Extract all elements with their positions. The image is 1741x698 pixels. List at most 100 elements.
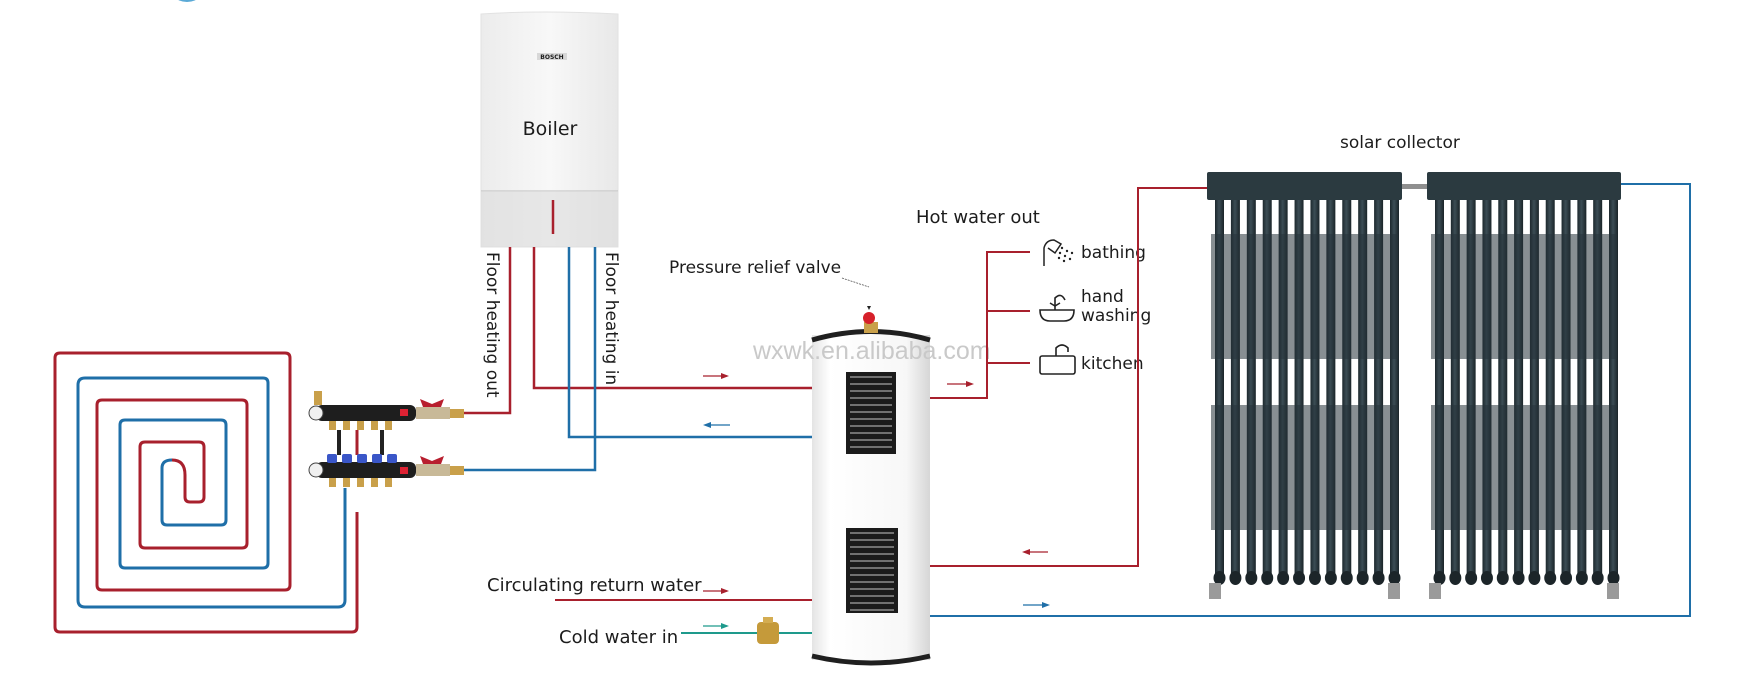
outlet-hand-washing-label-2: washing: [1081, 306, 1151, 326]
collector-foot: [1209, 583, 1221, 599]
vacuum-tube: [1435, 196, 1444, 574]
solar-panel-2: [1427, 172, 1621, 599]
tube-end: [1560, 571, 1573, 585]
collector-foot: [1388, 583, 1400, 599]
tube-end: [1388, 571, 1401, 585]
pressure-relief-valve-label: Pressure relief valve: [669, 258, 841, 278]
kitchen-sink-icon: [1039, 344, 1076, 375]
tube-end: [1229, 571, 1242, 585]
tube-end: [1591, 571, 1604, 585]
tank-lower-coil: [846, 528, 898, 613]
collector-header: [1427, 172, 1621, 200]
floor-heating-out-label: Floor heating out: [482, 252, 502, 398]
washbasin-icon: [1039, 294, 1075, 322]
cold-water-in-label: Cold water in: [559, 627, 678, 648]
pipe-tank-to-boiler-cold: [567, 247, 812, 439]
floor-heating-manifold: [308, 391, 464, 487]
tube-end: [1340, 571, 1353, 585]
pipe-solar-hot-return: [930, 187, 1207, 567]
panel-shade: [1211, 405, 1398, 530]
vacuum-tube: [1593, 196, 1603, 574]
pipe-solar-cold-supply: [930, 183, 1691, 617]
vacuum-tube: [1358, 196, 1368, 574]
floor-heating-in-label: Floor heating in: [601, 252, 621, 385]
tube-end: [1449, 571, 1462, 585]
vacuum-tube: [1374, 196, 1384, 574]
tube-end: [1544, 571, 1557, 585]
outlet-hand-washing-label-1: hand: [1081, 287, 1124, 307]
vacuum-tube: [1262, 196, 1272, 574]
tube-end: [1433, 571, 1446, 585]
vacuum-tube: [1310, 196, 1320, 574]
outlet-bathing-label: bathing: [1081, 243, 1146, 263]
decorative-circle: [178, 0, 196, 2]
tube-end: [1324, 571, 1337, 585]
tube-end: [1607, 571, 1620, 585]
pipe-floor-heating-in: [464, 247, 597, 472]
solar-panel-1: [1207, 172, 1402, 599]
outlet-kitchen-label: kitchen: [1081, 354, 1144, 374]
vacuum-tube: [1390, 196, 1399, 574]
tube-end: [1372, 571, 1385, 585]
vacuum-tube: [1609, 196, 1618, 574]
pipe-boiler-to-tank-hot: [532, 247, 812, 390]
solar-collector-array: [1207, 172, 1621, 599]
vacuum-tube: [1326, 196, 1336, 574]
valve-leader-line: [841, 277, 870, 288]
hot-water-out-pipes: [930, 251, 1030, 399]
circulating-return-label: Circulating return water: [487, 575, 702, 596]
storage-tank: [811, 329, 931, 666]
tube-end: [1293, 571, 1306, 585]
boiler: [480, 11, 619, 248]
solar-collector-label: solar collector: [1340, 133, 1460, 153]
watermark: wxwk.en.alibaba.com: [752, 337, 991, 365]
flow-arrows: [703, 373, 1050, 629]
pressure-relief-valve[interactable]: [863, 306, 878, 333]
panel-connector: [1402, 184, 1427, 189]
vacuum-tube: [1215, 196, 1224, 574]
collector-foot: [1607, 583, 1619, 599]
vacuum-tube: [1294, 196, 1304, 574]
floor-heating-coil: [53, 351, 359, 634]
vacuum-tube: [1545, 196, 1555, 574]
tube-end: [1480, 571, 1493, 585]
vacuum-tube: [1498, 196, 1508, 574]
vacuum-tube: [1230, 196, 1240, 574]
tube-end: [1245, 571, 1258, 585]
tube-end: [1575, 571, 1588, 585]
vacuum-tube: [1342, 196, 1352, 574]
panel-shade: [1211, 234, 1398, 359]
tube-end: [1496, 571, 1509, 585]
vacuum-tube: [1561, 196, 1571, 574]
solar-loop-pipes: [930, 183, 1691, 617]
vacuum-tube: [1529, 196, 1539, 574]
coil-cold-pipe: [76, 376, 347, 609]
vacuum-tube: [1466, 196, 1476, 574]
shower-icon: [1043, 239, 1074, 266]
collector-header: [1207, 172, 1402, 200]
tube-end: [1465, 571, 1478, 585]
vacuum-tube: [1577, 196, 1587, 574]
vacuum-tube: [1450, 196, 1460, 574]
tube-end: [1512, 571, 1525, 585]
vacuum-tube: [1246, 196, 1256, 574]
hot-water-out-label: Hot water out: [916, 207, 1040, 228]
tube-end: [1308, 571, 1321, 585]
boiler-brand: BOSCH: [540, 54, 563, 61]
panel-shade: [1431, 234, 1617, 359]
vacuum-tube: [1278, 196, 1288, 574]
check-valve: [757, 617, 779, 644]
vacuum-tube: [1514, 196, 1524, 574]
vacuum-tube: [1482, 196, 1492, 574]
tube-end: [1213, 571, 1226, 585]
boiler-pipes: [464, 247, 812, 472]
coil-hot-pipe-outer: [53, 351, 359, 634]
panel-shade: [1431, 405, 1617, 530]
tube-end: [1261, 571, 1274, 585]
collector-foot: [1429, 583, 1441, 599]
tube-end: [1356, 571, 1369, 585]
boiler-label: Boiler: [523, 118, 578, 140]
pipe-floor-heating-out: [464, 247, 512, 415]
tube-end: [1528, 571, 1541, 585]
